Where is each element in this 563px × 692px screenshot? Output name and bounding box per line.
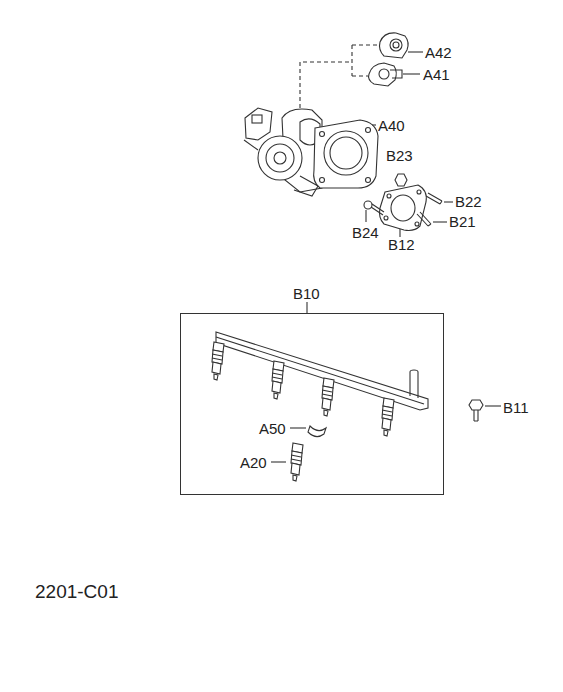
sensor-a42 [380,33,409,58]
fuel-injector [291,443,303,481]
fuel-injector [272,361,284,399]
leader-line [306,302,307,313]
sensor-a41 [369,63,402,86]
parts-group-box: B10 [180,313,444,495]
fuel-injector [212,342,224,380]
callout-number: B21 [449,214,476,229]
callout-number: B23 [386,148,413,163]
leader-line [271,461,286,462]
leader-line [444,201,453,202]
fuel-injector [322,378,334,416]
callout-number: B10 [293,286,320,301]
dashed-link [300,45,378,108]
throttle-body [244,108,378,196]
clip [308,426,326,437]
leader-line [408,51,423,52]
bolt [364,201,384,215]
callout-number: B24 [352,225,379,240]
callout-number: B22 [455,194,482,209]
callout-number: B12 [388,237,415,252]
leader-line [290,427,306,428]
fuel-injector [382,398,394,436]
leader-line [372,124,376,125]
callout-number: B11 [503,400,529,415]
callout-number: A42 [425,45,452,60]
fuel-rail [216,332,428,410]
stud [426,193,442,204]
leader-line [365,210,366,222]
callout-number: A40 [378,118,405,133]
nut [395,174,407,186]
leader-line [403,73,420,74]
leader-line [399,229,400,237]
callout-number: A20 [240,455,267,470]
bolt [469,400,483,421]
callout-number: A41 [423,67,450,82]
figure-code: 2201-C01 [35,582,118,601]
leader-line [485,405,501,406]
stud [417,212,431,226]
callout-number: A50 [259,421,286,436]
gasket [380,185,427,231]
leader-line [433,221,447,222]
